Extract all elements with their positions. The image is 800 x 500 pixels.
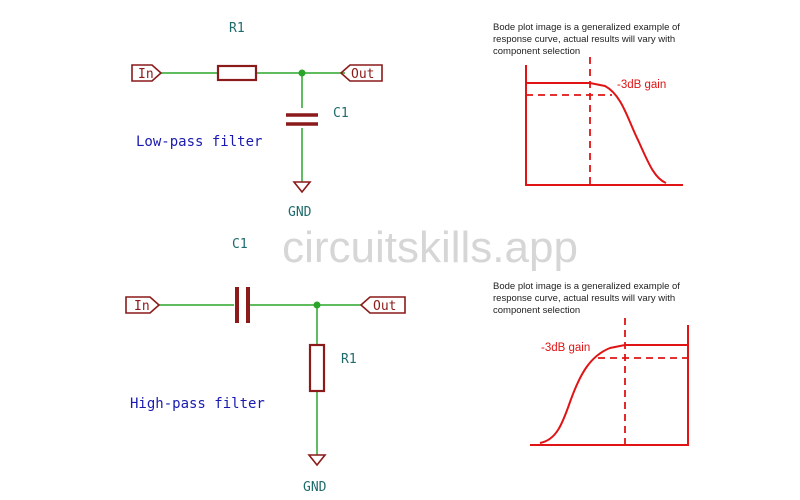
high-pass-wires <box>158 304 362 455</box>
high-pass-bode: Bode plot image is a generalized example… <box>493 281 689 446</box>
low-pass-junction <box>298 69 306 77</box>
high-pass-note-line-1: Bode plot image is a generalized example… <box>493 281 680 292</box>
low-pass-input-port: In <box>131 64 163 82</box>
high-pass-note-line-3: component selection <box>493 305 580 316</box>
high-pass-ground-label: GND <box>303 480 327 495</box>
low-pass-wires <box>160 72 345 182</box>
low-pass-ground-symbol <box>292 181 312 194</box>
high-pass-schematic: In C1 Out R1 GND High-pass filter <box>125 237 406 495</box>
high-pass-junction <box>313 301 321 309</box>
high-pass-bode-axes <box>530 325 689 446</box>
low-pass-resistor <box>216 64 258 82</box>
low-pass-gain-label: -3dB gain <box>617 79 666 91</box>
low-pass-title: Low-pass filter <box>136 134 262 150</box>
high-pass-title: High-pass filter <box>130 396 265 412</box>
low-pass-response-curve <box>526 82 667 184</box>
low-pass-note-line-1: Bode plot image is a generalized example… <box>493 22 680 33</box>
high-pass-output-port: Out <box>359 296 406 314</box>
high-pass-resistor-ref: R1 <box>341 352 357 367</box>
high-pass-capacitor <box>235 287 250 323</box>
low-pass-input-label: In <box>138 67 154 82</box>
low-pass-note-line-3: component selection <box>493 46 580 57</box>
low-pass-note-line-2: response curve, actual results will vary… <box>493 34 675 45</box>
high-pass-ground-symbol <box>307 454 327 467</box>
low-pass-schematic: In R1 Out C1 GND Low-pass filter <box>131 21 383 220</box>
high-pass-output-label: Out <box>373 299 396 314</box>
high-pass-input-label: In <box>134 299 150 314</box>
high-pass-capacitor-ref: C1 <box>232 237 248 252</box>
high-pass-gain-label: -3dB gain <box>541 342 590 354</box>
low-pass-bode: Bode plot image is a generalized example… <box>493 22 683 186</box>
watermark: circuitskills.app <box>282 223 578 272</box>
high-pass-response-curve <box>539 344 688 444</box>
low-pass-output-port: Out <box>339 64 383 82</box>
low-pass-output-label: Out <box>351 67 374 82</box>
high-pass-input-port: In <box>125 296 161 314</box>
high-pass-resistor <box>308 343 326 393</box>
low-pass-capacitor <box>286 113 318 126</box>
low-pass-resistor-ref: R1 <box>229 21 245 36</box>
high-pass-note-line-2: response curve, actual results will vary… <box>493 293 675 304</box>
low-pass-ground-label: GND <box>288 205 312 220</box>
low-pass-capacitor-ref: C1 <box>333 106 349 121</box>
low-pass-bode-axes <box>525 65 683 186</box>
